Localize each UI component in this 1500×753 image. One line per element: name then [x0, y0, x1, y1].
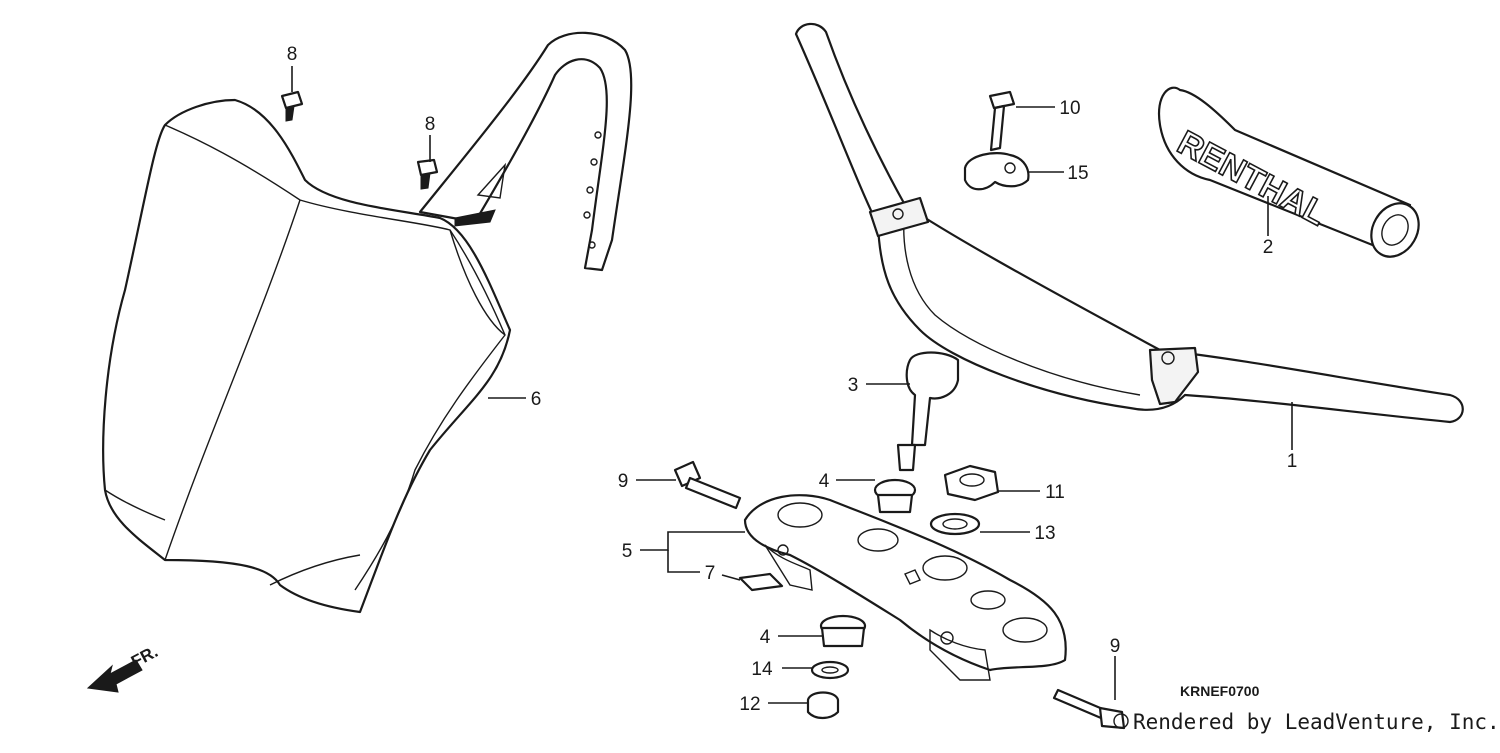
bar-pad-part[interactable]: RENTHAL — [1157, 86, 1428, 266]
callout-9b: 9 — [1110, 636, 1121, 657]
plate-bolt-upper[interactable] — [280, 90, 304, 122]
callout-11: 11 — [1045, 482, 1065, 503]
plate-bolt-lower[interactable] — [416, 158, 439, 190]
callout-9a: 9 — [618, 471, 629, 492]
washer-part[interactable] — [929, 512, 981, 536]
callout-12: 12 — [739, 694, 760, 715]
clamp-bolt-part[interactable] — [988, 90, 1016, 152]
top-bridge-part[interactable] — [743, 494, 1067, 681]
callout-2: 2 — [1263, 237, 1274, 258]
callout-8a: 8 — [287, 44, 298, 65]
callout-13: 13 — [1034, 523, 1055, 544]
lower-nut-part[interactable] — [819, 614, 867, 648]
callout-3: 3 — [848, 375, 859, 396]
callout-7: 7 — [705, 563, 716, 584]
callout-1: 1 — [1287, 451, 1298, 472]
copyright-icon — [1113, 713, 1129, 729]
callout-4a: 4 — [819, 471, 830, 492]
small-plate-part[interactable] — [738, 572, 784, 592]
lower-cap-nut-part[interactable] — [806, 691, 840, 720]
callout-10: 10 — [1059, 98, 1080, 119]
front-direction-arrow: FR. — [86, 642, 161, 693]
lower-washer-part[interactable] — [810, 660, 850, 680]
upper-nut-part[interactable] — [873, 478, 917, 514]
callout-15: 15 — [1067, 163, 1088, 184]
leader-lines — [291, 66, 1293, 704]
callout-4b: 4 — [760, 627, 771, 648]
bolt-upper-part[interactable] — [673, 460, 742, 510]
callout-5: 5 — [622, 541, 633, 562]
bar-clamp-upper-part[interactable] — [963, 151, 1030, 191]
hex-nut-part[interactable] — [943, 464, 1000, 502]
callout-6: 6 — [531, 389, 542, 410]
handlebar-part[interactable] — [794, 22, 1464, 424]
credit-block: Rendered by LeadVenture, Inc. — [1113, 710, 1500, 734]
number-plate-part[interactable] — [102, 31, 633, 614]
credit-text: Rendered by LeadVenture, Inc. — [1133, 710, 1500, 734]
diagram-code: KRNEF0700 — [1180, 683, 1260, 699]
handlebar-holder-part[interactable] — [896, 351, 960, 472]
bolt-lower-part[interactable] — [1052, 688, 1126, 730]
callout-14: 14 — [751, 659, 773, 680]
callout-8b: 8 — [425, 114, 436, 135]
callout-labels: 8 8 6 10 15 2 3 1 4 9 11 13 5 7 4 14 12 … — [287, 44, 1298, 715]
